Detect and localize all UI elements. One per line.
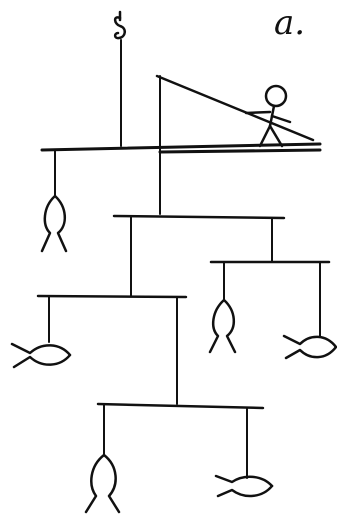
fish-icon (210, 300, 235, 352)
hook-icon (115, 12, 125, 38)
middle-bar (114, 216, 284, 218)
lower-left-bar (38, 296, 186, 297)
bottom-bar (98, 404, 263, 408)
fish-icon (284, 336, 336, 358)
top-bar (42, 144, 320, 152)
figure-label: a. (274, 6, 305, 40)
fish-icon (42, 196, 66, 251)
fish-icon (216, 476, 272, 496)
fish-icon (12, 344, 70, 367)
fish-icon (86, 455, 119, 512)
